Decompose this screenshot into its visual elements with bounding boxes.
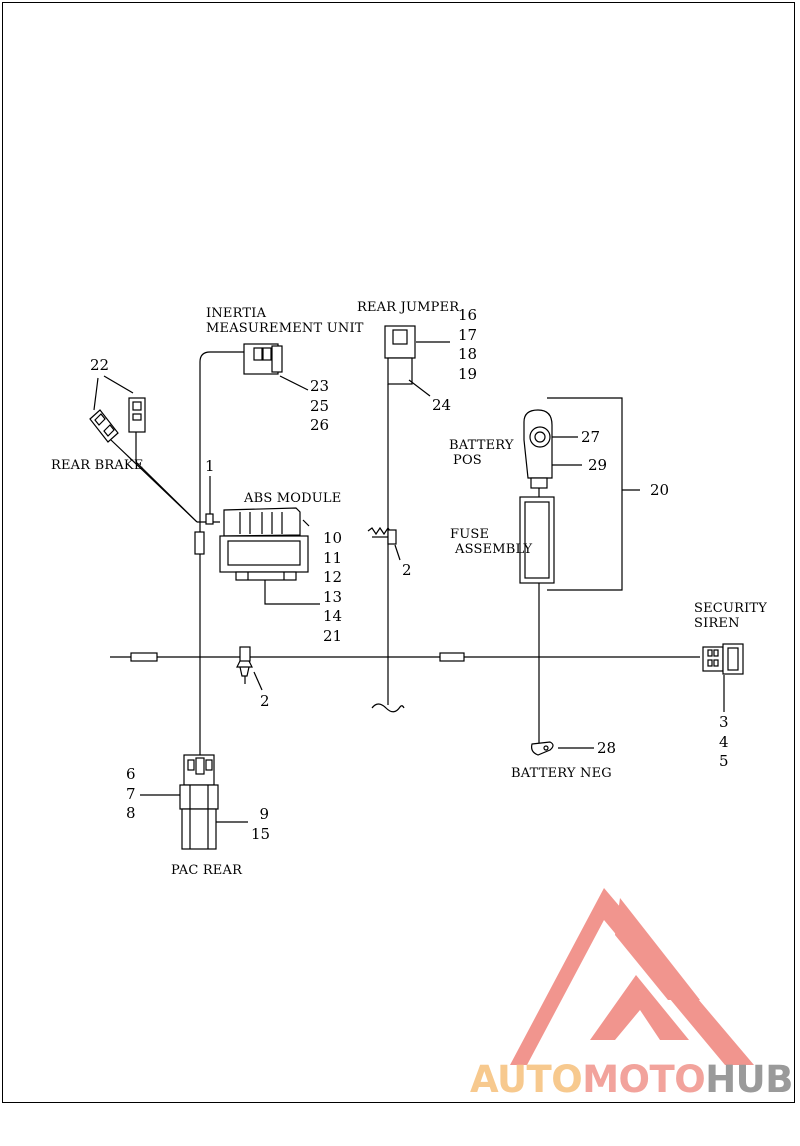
watermark-hub: HUB bbox=[705, 1058, 793, 1101]
callout-9: 9 bbox=[259, 805, 269, 823]
harness-sleeve-right bbox=[439, 652, 465, 662]
rear-brake-switch-connector-b bbox=[128, 397, 146, 433]
callout-15: 15 bbox=[251, 824, 271, 843]
callout-19: 19 bbox=[458, 364, 478, 383]
callout-25: 25 bbox=[310, 396, 330, 415]
callouts-rear-jumper: 16 17 18 19 bbox=[458, 306, 477, 384]
security-siren-connector bbox=[702, 643, 744, 675]
callout-17: 17 bbox=[458, 325, 478, 344]
imu-trunk-wire bbox=[199, 351, 250, 755]
rear-jumper-label: REAR JUMPER bbox=[357, 300, 460, 315]
callout-8: 8 bbox=[126, 804, 136, 822]
watermark-auto: AUTO bbox=[470, 1058, 583, 1101]
callout-24: 24 bbox=[432, 396, 452, 414]
callout-7: 7 bbox=[126, 784, 136, 803]
battery-pos-label: BATTERY POS bbox=[449, 438, 514, 468]
callout-20: 20 bbox=[650, 481, 670, 499]
battery-positive-terminal bbox=[523, 409, 553, 489]
imu-leader bbox=[279, 375, 309, 391]
callout-26: 26 bbox=[310, 416, 330, 434]
battery-negative-terminal bbox=[531, 741, 554, 756]
abs-module-label: ABS MODULE bbox=[244, 491, 342, 506]
battery-pos-line1: BATTERY bbox=[449, 438, 514, 453]
callout-2-upper: 2 bbox=[402, 561, 412, 579]
security-label-line2: SIREN bbox=[694, 616, 740, 631]
callout-29: 29 bbox=[588, 456, 608, 474]
callout-13: 13 bbox=[323, 587, 343, 606]
callout-4: 4 bbox=[719, 732, 729, 751]
battery-neg-label: BATTERY NEG bbox=[511, 766, 612, 781]
fuse-assembly-label: FUSE ASSEMBLY bbox=[450, 527, 532, 557]
callouts-abs: 10 11 12 13 14 21 bbox=[323, 529, 342, 646]
fuse-assembly bbox=[519, 496, 555, 584]
callouts-imu: 23 25 26 bbox=[310, 377, 329, 436]
callout-28: 28 bbox=[597, 739, 617, 757]
battery-pos-line2: POS bbox=[453, 453, 482, 468]
callout-2-lower: 2 bbox=[260, 692, 270, 710]
callout-10: 10 bbox=[323, 529, 343, 547]
callouts-pac-left: 6 7 8 bbox=[126, 765, 136, 824]
security-label-line1: SECURITY bbox=[694, 601, 768, 616]
inertia-label-line1: INERTIA bbox=[206, 306, 267, 321]
pac-rear-label: PAC REAR bbox=[171, 863, 243, 878]
callout-21: 21 bbox=[323, 626, 343, 645]
watermark-wordmark: AUTOMOTOHUB bbox=[470, 1058, 793, 1101]
security-siren-label: SECURITY SIREN bbox=[694, 601, 767, 631]
pac-rear-connector bbox=[179, 754, 219, 850]
trunk-connector-small bbox=[194, 531, 205, 555]
inertia-label-line2: MEASUREMENT UNIT bbox=[206, 321, 364, 336]
callout-27: 27 bbox=[581, 428, 601, 446]
diagram-border bbox=[2, 2, 795, 1103]
wire-break-symbol bbox=[371, 703, 405, 713]
callout-3: 3 bbox=[719, 713, 729, 731]
harness-clip-lower bbox=[236, 646, 253, 684]
callout-14: 14 bbox=[323, 607, 343, 625]
callout-6: 6 bbox=[126, 765, 136, 783]
rear-brake-label: REAR BRAKE bbox=[51, 458, 144, 473]
callouts-siren: 3 4 5 bbox=[719, 713, 729, 772]
harness-clip-upper bbox=[367, 526, 397, 545]
inertia-measurement-unit-label: INERTIA MEASUREMENT UNIT bbox=[206, 306, 364, 336]
imu-connector bbox=[243, 343, 283, 375]
callout-23: 23 bbox=[310, 377, 330, 395]
callout-12: 12 bbox=[323, 568, 343, 586]
rear-jumper-connector bbox=[384, 325, 416, 385]
rear-brake-switch-connector-a bbox=[89, 409, 119, 443]
fuse-label-line2: ASSEMBLY bbox=[455, 542, 533, 557]
callout-22: 22 bbox=[90, 356, 110, 374]
callout-1: 1 bbox=[205, 457, 215, 475]
abs-module-body bbox=[219, 507, 310, 581]
callout-18: 18 bbox=[458, 345, 478, 363]
callout-16: 16 bbox=[458, 306, 478, 324]
callout-11: 11 bbox=[323, 548, 343, 567]
harness-sleeve-left bbox=[130, 652, 158, 662]
callout-5: 5 bbox=[719, 752, 729, 770]
callouts-pac-right: 9 15 bbox=[251, 805, 271, 844]
watermark-triangle bbox=[510, 888, 754, 1065]
watermark-moto: MOTO bbox=[582, 1058, 706, 1101]
fuse-label-line1: FUSE bbox=[450, 527, 490, 542]
